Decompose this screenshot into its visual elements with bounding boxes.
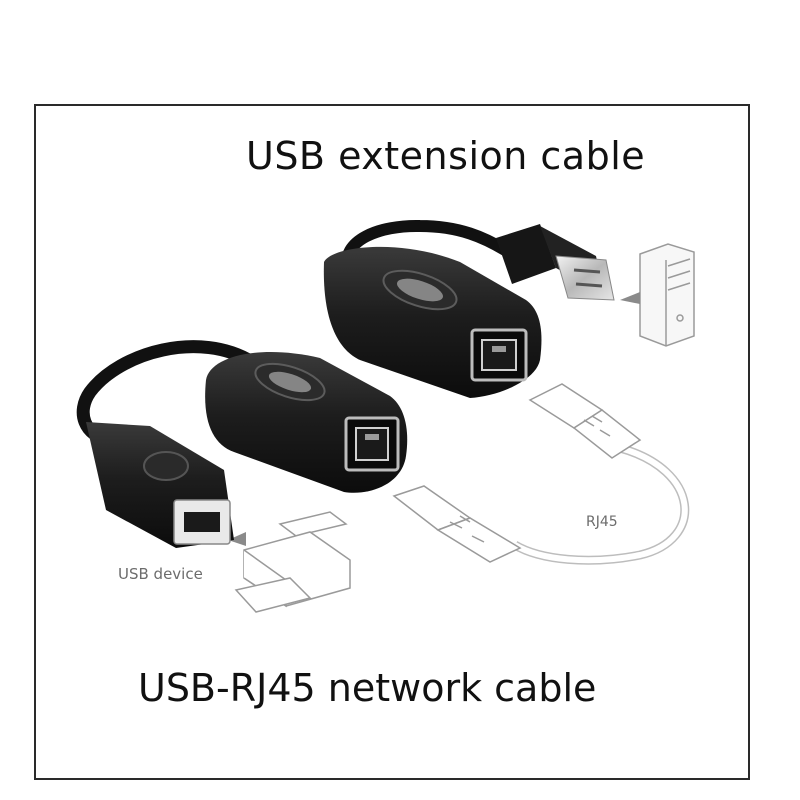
usb-a-plug xyxy=(341,219,615,301)
product-title-top: USB extension cable xyxy=(246,134,646,178)
back-rj45-port xyxy=(470,328,528,382)
usb-device-label: USB device xyxy=(118,565,203,583)
rj45-plug-top xyxy=(528,383,642,459)
rj45-plug-bottom xyxy=(392,485,522,563)
front-rj45-port xyxy=(344,416,400,472)
product-title-bottom: USB-RJ45 network cable xyxy=(138,666,597,710)
product-frame xyxy=(34,104,750,780)
usb-a-female-connector xyxy=(76,340,259,548)
rj45-label: RJ45 xyxy=(586,514,618,530)
computer-tower-icon xyxy=(639,243,695,347)
rj45-cable xyxy=(512,443,690,565)
printer-icon xyxy=(234,511,351,613)
arrow-to-printer-icon xyxy=(228,532,246,546)
arrow-to-computer-icon xyxy=(620,292,640,304)
